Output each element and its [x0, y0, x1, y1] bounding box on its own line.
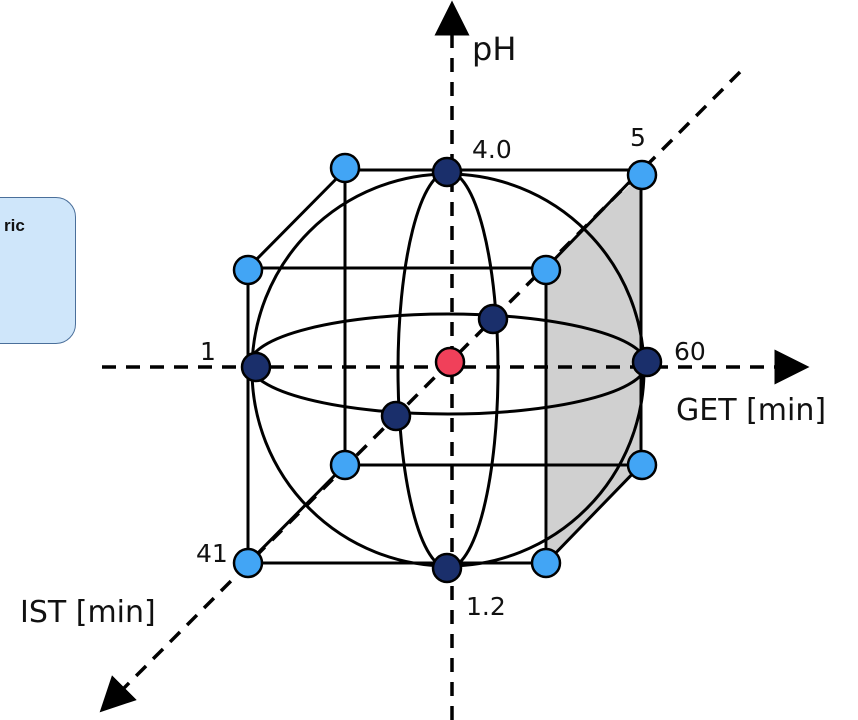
axial-point [431, 156, 463, 188]
callout-box: ric [0, 197, 76, 344]
ist-near-label: 41 [196, 539, 228, 568]
axial-point [431, 552, 463, 584]
cube-edge-br [544, 463, 643, 565]
ist-far-label: 5 [630, 123, 646, 152]
axial-point [240, 351, 272, 383]
factorial-point [329, 152, 361, 184]
get-high-label: 60 [674, 337, 706, 366]
axial-point [631, 346, 663, 378]
factorial-point [530, 254, 562, 286]
shaded-face [546, 175, 640, 563]
factorial-point [530, 547, 562, 579]
callout-text: ric [4, 216, 25, 235]
center-point [434, 346, 466, 378]
axial-point [380, 400, 412, 432]
axial-point [477, 303, 509, 335]
get-axis-label: GET [min] [676, 393, 826, 428]
factorial-point [232, 254, 264, 286]
factorial-point [626, 159, 658, 191]
ph-axis-label: pH [472, 30, 516, 68]
ist-axis-label: IST [min] [20, 595, 156, 630]
factorial-point [329, 449, 361, 481]
get-low-label: 1 [200, 337, 216, 366]
factorial-point [626, 449, 658, 481]
cube-edge-tl [246, 168, 347, 270]
ph-low-label: 1.2 [466, 592, 506, 621]
factorial-point [232, 547, 264, 579]
cube-front-face [246, 266, 548, 565]
ph-high-label: 4.0 [472, 135, 512, 164]
